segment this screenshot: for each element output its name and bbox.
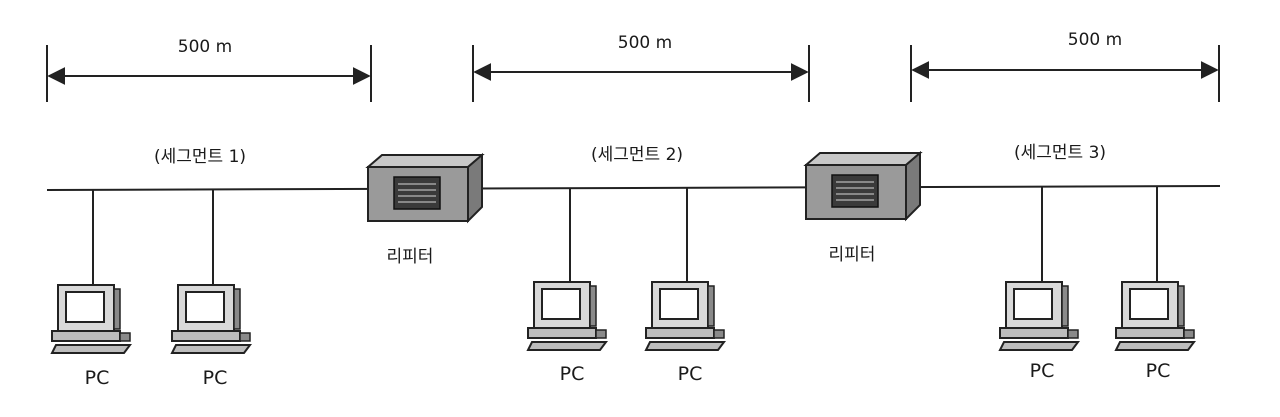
segment-label-1: (세그먼트 1) <box>154 147 246 167</box>
pc-label-5: PC <box>1030 360 1055 382</box>
pc-label-4: PC <box>678 363 703 385</box>
distance-label-2: 500 m <box>618 33 672 53</box>
pc-label-2: PC <box>203 367 228 389</box>
pc-drop-lines <box>92 187 1158 285</box>
pc-icon <box>51 284 131 354</box>
distance-span-2 <box>472 45 810 102</box>
distance-span-3 <box>910 45 1220 102</box>
pc-icon <box>171 284 251 354</box>
repeater-label-2: 리피터 <box>829 245 876 265</box>
pc-icon <box>1115 281 1195 351</box>
repeater-label-1: 리피터 <box>387 247 434 267</box>
repeater-1 <box>367 154 483 222</box>
distance-span-1 <box>46 45 372 102</box>
pc-label-1: PC <box>85 367 110 389</box>
distance-label-1: 500 m <box>178 37 232 57</box>
pc-label-6: PC <box>1146 360 1171 382</box>
bus-cable <box>46 185 1221 191</box>
pc-icon <box>999 281 1079 351</box>
distance-label-3: 500 m <box>1068 30 1122 50</box>
segment-label-2: (세그먼트 2) <box>591 145 683 165</box>
pc-label-3: PC <box>560 363 585 385</box>
repeater-2 <box>805 152 921 220</box>
pc-icon <box>527 281 607 351</box>
pc-icon <box>645 281 725 351</box>
segment-label-3: (세그먼트 3) <box>1014 143 1106 163</box>
